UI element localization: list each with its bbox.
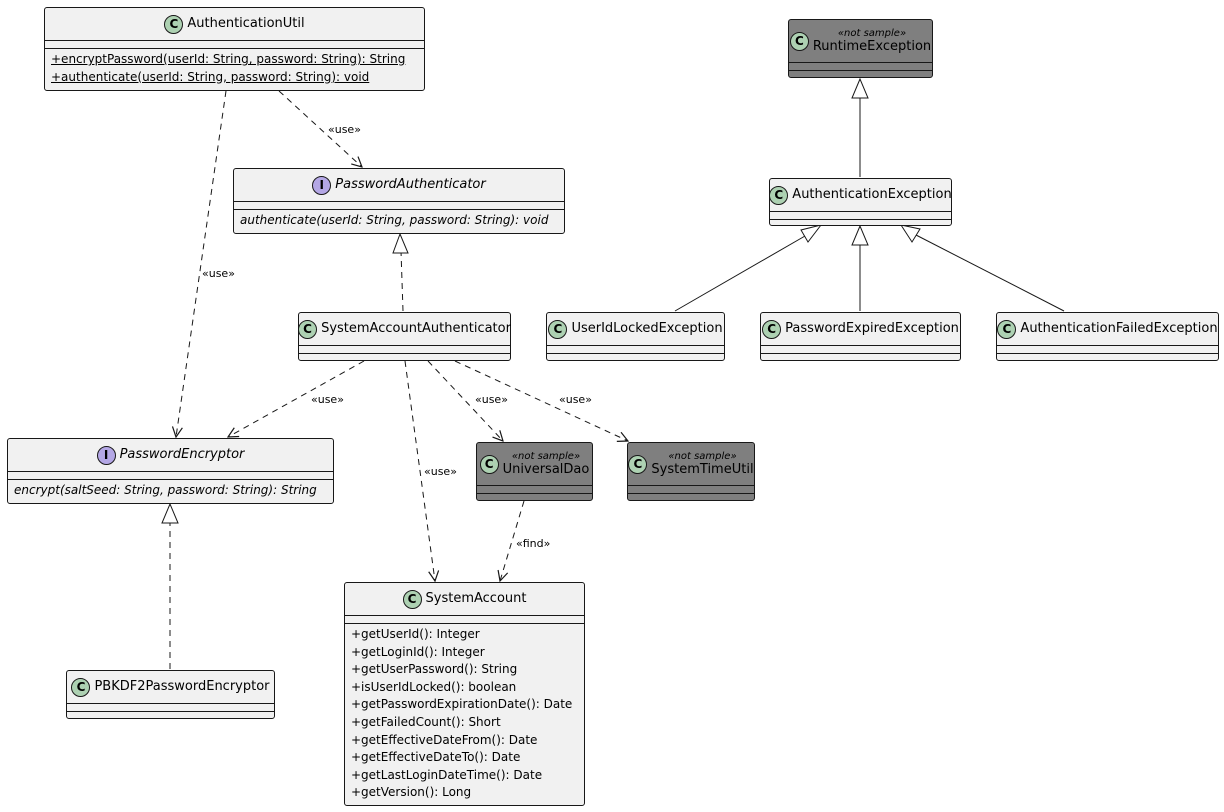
- class-name: AuthenticationException: [792, 187, 952, 202]
- method: authenticate(userId: String, password: S…: [240, 213, 549, 227]
- interface-name: PasswordAuthenticator: [335, 177, 486, 192]
- method: +getEffectiveDateFrom(): Date: [351, 732, 538, 747]
- class-icon: C: [769, 185, 789, 205]
- method: +getUserPassword(): String: [351, 662, 518, 677]
- class-icon: C: [548, 319, 568, 339]
- class-name: RuntimeException: [812, 38, 932, 54]
- class-name: PBKDF2PasswordEncryptor: [94, 679, 270, 694]
- use-label: «use»: [475, 393, 508, 406]
- stereotype-label: «not sample»: [511, 450, 581, 462]
- method: +getVersion(): Long: [351, 785, 472, 800]
- interface-icon: I: [312, 175, 332, 195]
- realization-arrowhead: [161, 502, 179, 524]
- class-icon: C: [628, 454, 648, 474]
- stereotype-label: «not sample»: [668, 450, 737, 462]
- class-user-id-locked-exception[interactable]: C UserIdLockedException: [546, 312, 725, 361]
- class-name: UniversalDao: [502, 461, 590, 477]
- find-edge-dao-account: [500, 500, 525, 581]
- use-label: «use»: [559, 393, 592, 406]
- method-list: encrypt(saltSeed: String, password: Stri…: [8, 479, 333, 502]
- method: +authenticate(userId: String, password: …: [51, 69, 370, 84]
- class-icon: C: [298, 319, 318, 339]
- class-name: UserIdLockedException: [571, 321, 723, 336]
- class-icon: C: [71, 677, 91, 697]
- class-universal-dao[interactable]: C «not sample» UniversalDao: [476, 442, 593, 501]
- interface-password-authenticator[interactable]: I PasswordAuthenticator authenticate(use…: [233, 168, 565, 234]
- class-name: SystemAccount: [425, 591, 527, 606]
- class-authentication-exception[interactable]: C AuthenticationException: [769, 178, 952, 226]
- method: +getFailedCount(): Short: [351, 714, 501, 729]
- method: +getLastLoginDateTime(): Date: [351, 767, 543, 782]
- realization-edge-saa: [400, 250, 404, 312]
- use-label: «use»: [328, 123, 361, 136]
- generalization-edge-locked: [674, 235, 806, 312]
- use-label: «use»: [424, 465, 457, 478]
- method: +getPasswordExpirationDate(): Date: [351, 697, 573, 712]
- use-edge-authutil-authenticator: [278, 90, 362, 167]
- use-edge-saa-account: [404, 360, 435, 581]
- class-icon: C: [402, 589, 422, 609]
- generalization-arrowhead: [800, 224, 823, 243]
- method: +getEffectiveDateTo(): Date: [351, 750, 521, 765]
- use-edge-saa-encryptor: [228, 360, 365, 437]
- generalization-arrowhead: [899, 224, 921, 243]
- method: encrypt(saltSeed: String, password: Stri…: [14, 483, 317, 497]
- class-runtime-exception[interactable]: C «not sample» RuntimeException: [788, 19, 933, 78]
- class-pbkdf2-password-encryptor[interactable]: C PBKDF2PasswordEncryptor: [66, 670, 275, 719]
- class-name: AuthenticationFailedException: [1020, 321, 1218, 336]
- class-icon: C: [762, 319, 782, 339]
- class-system-account-authenticator[interactable]: C SystemAccountAuthenticator: [298, 312, 511, 361]
- class-name: SystemAccountAuthenticator: [321, 321, 511, 336]
- class-system-account[interactable]: C SystemAccount +getUserId(): Integer +g…: [344, 582, 585, 806]
- class-system-time-util[interactable]: C «not sample» SystemTimeUtil: [627, 442, 755, 501]
- use-edge-saa-dao: [427, 360, 503, 441]
- method-list: +encryptPassword(userId: String, passwor…: [45, 48, 424, 88]
- class-password-expired-exception[interactable]: C PasswordExpiredException: [760, 312, 961, 361]
- method-list: +getUserId(): Integer +getLoginId(): Int…: [345, 623, 584, 804]
- realization-arrowhead: [392, 232, 409, 254]
- generalization-arrowhead: [851, 224, 869, 246]
- class-icon: C: [479, 454, 499, 474]
- class-name: AuthenticationUtil: [187, 16, 305, 31]
- class-name: PasswordExpiredException: [785, 321, 959, 336]
- generalization-arrowhead: [851, 77, 869, 99]
- class-icon: C: [789, 31, 809, 51]
- class-authentication-util[interactable]: C AuthenticationUtil +encryptPassword(us…: [44, 7, 425, 91]
- method: +encryptPassword(userId: String, passwor…: [51, 52, 406, 66]
- generalization-edge-failed: [915, 234, 1065, 312]
- method: +getUserId(): Integer: [351, 627, 480, 641]
- interface-password-encryptor[interactable]: I PasswordEncryptor encrypt(saltSeed: St…: [7, 438, 334, 504]
- class-authentication-failed-exception[interactable]: C AuthenticationFailedException: [996, 312, 1219, 361]
- find-label: «find»: [516, 537, 551, 550]
- class-icon: C: [164, 14, 184, 34]
- method: +getLoginId(): Integer: [351, 644, 485, 659]
- interface-icon: I: [96, 445, 116, 465]
- use-label: «use»: [202, 267, 235, 280]
- interface-name: PasswordEncryptor: [119, 447, 245, 462]
- use-label: «use»: [311, 393, 344, 406]
- class-name: SystemTimeUtil: [651, 461, 754, 477]
- stereotype-label: «not sample»: [837, 27, 907, 39]
- use-edge-saa-timeutil: [454, 360, 628, 441]
- class-icon: C: [997, 319, 1017, 339]
- method: +isUserIdLocked(): boolean: [351, 679, 517, 694]
- method-list: authenticate(userId: String, password: S…: [234, 209, 564, 232]
- use-edge-authutil-encryptor: [176, 90, 227, 437]
